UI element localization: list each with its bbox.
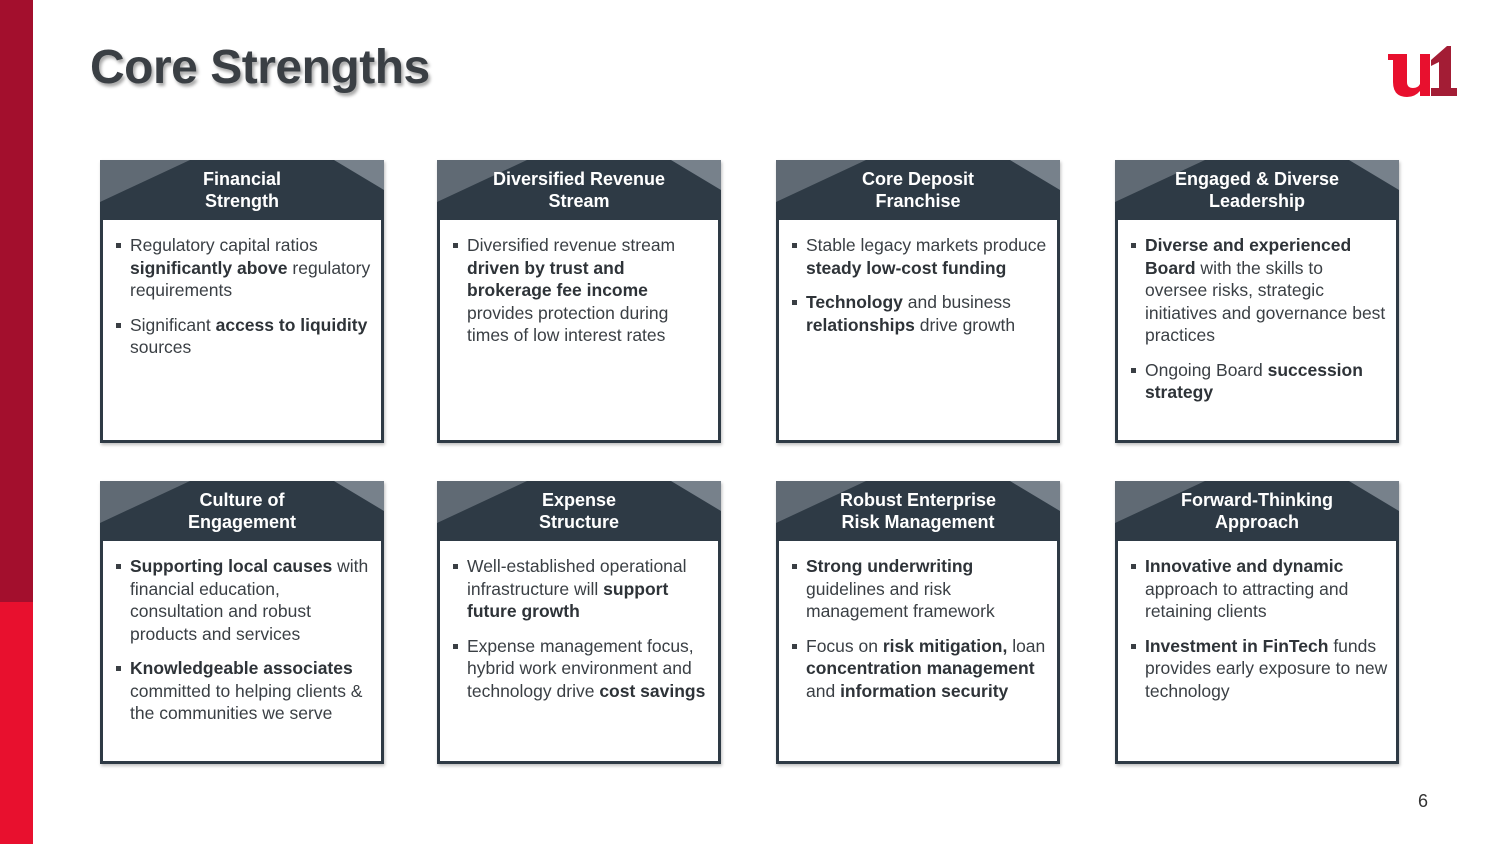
bullet-item: Well-established operational infrastruct…	[450, 555, 710, 623]
bullet-item: Strong underwriting guidelines and risk …	[789, 555, 1049, 623]
text: Significant	[130, 314, 216, 335]
bold-text: Technology	[806, 292, 903, 312]
card-title-line: Risk Management	[841, 512, 995, 532]
bold-text: access to liquidity	[215, 314, 368, 335]
card-title-line: Robust Enterprise	[839, 490, 997, 510]
text: Well-established operational infrastruct…	[467, 556, 687, 599]
text: provides protection during times of low …	[467, 302, 669, 346]
text: Expense management focus, hybrid work en…	[467, 635, 694, 701]
bullet-item: Expense management focus, hybrid work en…	[450, 635, 710, 703]
card-body: Regulatory capital ratios significantly …	[103, 220, 381, 359]
text: and business	[902, 292, 1011, 312]
bullet-item: Regulatory capital ratios significantly …	[113, 234, 373, 302]
bold-text: Diverse and experienced Board	[1145, 235, 1352, 278]
card-body: Strong underwriting guidelines and risk …	[779, 541, 1057, 702]
text: guidelines and risk management framework	[806, 578, 995, 622]
bullet-item: Supporting local causes with financial e…	[113, 555, 373, 645]
text: approach to attracting and retaining cli…	[1145, 578, 1349, 622]
card-title-line: Strength	[205, 191, 279, 211]
card-body: Supporting local causes with financial e…	[103, 541, 381, 725]
bullet-item: Innovative and dynamic approach to attra…	[1128, 555, 1388, 623]
bullet-item: Stable legacy markets produce steady low…	[789, 234, 1049, 279]
bold-text: cost savings	[599, 680, 706, 701]
card-title-line: Franchise	[875, 191, 961, 211]
bullet-item: Knowledgeable associates committed to he…	[113, 657, 373, 725]
logo-icon	[1388, 46, 1457, 97]
text: Ongoing Board	[1145, 359, 1268, 380]
accent-bar-top	[0, 0, 33, 602]
text: and	[806, 680, 841, 701]
card-title-line: Expense	[541, 490, 617, 510]
card-title-line: Stream	[548, 191, 610, 211]
page-number: 6	[1418, 791, 1429, 811]
card-body: Stable legacy markets produce steady low…	[779, 220, 1057, 336]
bold-text: driven by trust and brokerage fee income	[467, 257, 648, 301]
accent-bar-bottom	[0, 602, 33, 844]
text: sources	[130, 337, 192, 357]
text: loan	[1007, 635, 1046, 656]
bullet-item: Diversified revenue stream driven by tru…	[450, 234, 710, 347]
card-title-line: Diversified Revenue	[492, 169, 666, 189]
text: regulatory requirements	[130, 257, 371, 301]
text: Regulatory capital ratios	[130, 235, 318, 255]
bullet-item: Ongoing Board succession strategy	[1128, 359, 1388, 404]
card-title-line: Core Deposit	[861, 169, 975, 189]
card-title-line: Leadership	[1208, 191, 1306, 211]
text: Focus on	[806, 635, 883, 656]
bullet-item: Diverse and experienced Board with the s…	[1128, 234, 1388, 347]
card-title-line: Engaged & Diverse	[1174, 169, 1340, 189]
card-title-line: Forward-Thinking	[1181, 490, 1333, 510]
text: drive growth	[914, 314, 1016, 335]
bullet-item: Focus on risk mitigation, loan concentra…	[789, 635, 1049, 703]
bold-text: risk mitigation,	[882, 635, 1008, 656]
bold-text: steady low-cost funding	[806, 257, 1007, 278]
text: with the skills to oversee risks, strate…	[1145, 257, 1386, 346]
bold-text: Strong underwriting	[806, 556, 974, 576]
bold-text: succession strategy	[1145, 359, 1363, 403]
bold-text: Knowledgeable associates	[130, 658, 353, 678]
bold-text: relationships	[806, 314, 915, 335]
card-title-line: Culture of	[199, 490, 285, 510]
text: funds provides early exposure to new tec…	[1145, 635, 1388, 701]
bullet-item: Significant access to liquidity sources	[113, 314, 373, 359]
card-title-line: Financial	[202, 169, 282, 189]
card-body: Innovative and dynamic approach to attra…	[1118, 541, 1396, 702]
bold-text: information security	[840, 680, 1009, 701]
card-title-line: Engagement	[187, 512, 297, 532]
bold-text: Innovative and dynamic	[1145, 556, 1344, 576]
slide-title: Core Strengths	[90, 41, 430, 94]
card-body: Diverse and experienced Board with the s…	[1118, 220, 1396, 404]
card-body: Diversified revenue stream driven by tru…	[440, 220, 718, 347]
card-title-line: Structure	[538, 512, 619, 532]
text: with financial education, consultation a…	[130, 556, 369, 644]
card-title-line: Approach	[1214, 512, 1299, 532]
bullet-item: Technology and business relationships dr…	[789, 291, 1049, 336]
bold-text: concentration management	[806, 658, 1035, 678]
bullet-item: Investment in FinTech funds provides ear…	[1128, 635, 1388, 703]
text: committed to helping clients & the commu…	[130, 680, 363, 724]
card-body: Well-established operational infrastruct…	[440, 541, 718, 702]
bold-text: Supporting local causes	[130, 556, 333, 576]
bold-text: Investment in FinTech	[1145, 635, 1329, 656]
bold-text: significantly above	[130, 257, 288, 278]
text: Stable legacy markets produce	[806, 235, 1047, 255]
text: Diversified revenue stream	[467, 235, 676, 255]
bold-text: support future growth	[467, 578, 669, 622]
